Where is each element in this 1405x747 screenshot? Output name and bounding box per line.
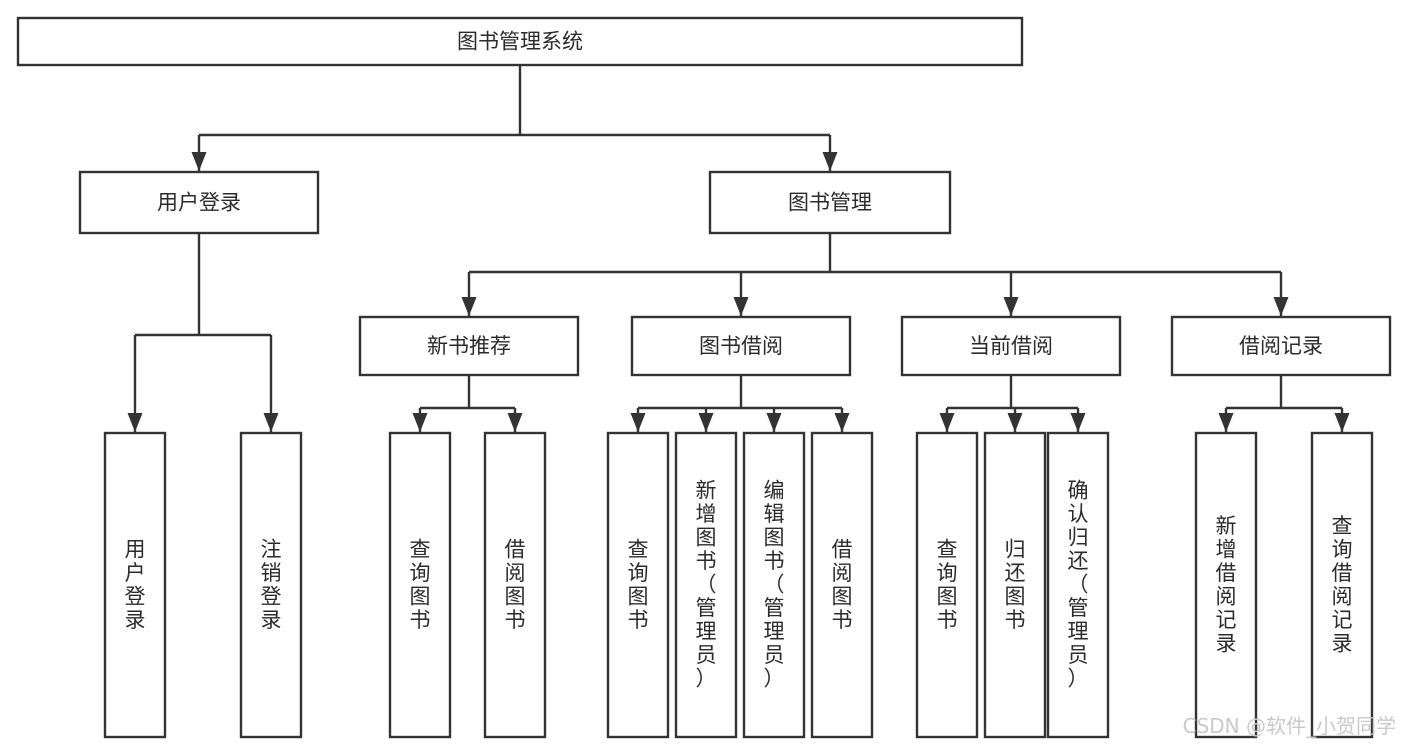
leaf-node-label-book_borrow-1: 新增图书（管理员） bbox=[696, 479, 717, 691]
arrow-head-icon bbox=[412, 413, 428, 432]
level3-node-box-book_borrow[interactable] bbox=[630, 315, 852, 377]
arrow-head-icon bbox=[1007, 413, 1023, 432]
leaf-node-box-book_borrow-3[interactable] bbox=[810, 431, 874, 739]
leaf-node-box-book_borrow-1[interactable] bbox=[674, 431, 738, 739]
arrow-head-icon bbox=[766, 413, 782, 432]
arrow-head-icon bbox=[1003, 297, 1019, 316]
arrow-head-icon bbox=[733, 297, 749, 316]
leaf-node-label-new_book-0: 查询图书 bbox=[410, 537, 431, 632]
leaf-node-box-new_book-1[interactable] bbox=[483, 431, 547, 739]
level3-node-label-book_borrow: 图书借阅 bbox=[699, 334, 783, 358]
leaf-node-label-user_login-1: 注销登录 bbox=[261, 537, 282, 632]
arrow-head-icon bbox=[630, 413, 646, 432]
leaf-node-label-current_borrow-1: 归还图书 bbox=[1005, 537, 1026, 632]
level3-node-box-new_book[interactable] bbox=[358, 315, 580, 377]
arrow-head-icon bbox=[1334, 413, 1350, 432]
level2-node-label-user_login: 用户登录 bbox=[157, 191, 241, 215]
level2-node-box-user_login[interactable] bbox=[78, 170, 320, 235]
leaf-node-box-current_borrow-1[interactable] bbox=[983, 431, 1047, 739]
leaf-node-box-current_borrow-2[interactable] bbox=[1046, 431, 1110, 739]
nodes-layer: 图书管理系统用户登录图书管理新书推荐图书借阅当前借阅借阅记录用户登录注销登录查询… bbox=[16, 16, 1392, 739]
leaf-node-label-borrow_record-0: 新增借阅记录 bbox=[1216, 514, 1237, 656]
level3-node-label-current_borrow: 当前借阅 bbox=[969, 334, 1053, 358]
leaf-node-label-current_borrow-0: 查询图书 bbox=[937, 537, 958, 632]
leaf-node-box-current_borrow-0[interactable] bbox=[915, 431, 979, 739]
csdn-watermark: CSDN @软件_小贺同学 bbox=[1183, 714, 1396, 738]
arrow-head-icon bbox=[263, 413, 279, 432]
arrow-head-icon bbox=[822, 152, 838, 171]
leaf-node-label-user_login-0: 用户登录 bbox=[125, 537, 146, 632]
arrow-head-icon bbox=[698, 413, 714, 432]
leaf-node-label-new_book-1: 借阅图书 bbox=[505, 537, 526, 632]
arrow-head-icon bbox=[1273, 297, 1289, 316]
connectors-layer bbox=[127, 65, 1350, 432]
leaf-node-label-book_borrow-3: 借阅图书 bbox=[832, 537, 853, 632]
arrow-head-icon bbox=[191, 152, 207, 171]
leaf-node-box-user_login-0[interactable] bbox=[103, 431, 167, 739]
arrow-head-icon bbox=[939, 413, 955, 432]
level2-node-box-book_manage[interactable] bbox=[708, 170, 952, 235]
root-node-box[interactable] bbox=[16, 16, 1024, 67]
arrow-head-icon bbox=[461, 297, 477, 316]
leaf-node-box-book_borrow-2[interactable] bbox=[742, 431, 806, 739]
leaf-node-box-borrow_record-1[interactable] bbox=[1310, 431, 1374, 739]
arrow-head-icon bbox=[507, 413, 523, 432]
leaf-node-label-book_borrow-2: 编辑图书（管理员） bbox=[764, 479, 785, 691]
level3-node-label-new_book: 新书推荐 bbox=[427, 334, 511, 358]
level3-node-label-borrow_record: 借阅记录 bbox=[1239, 334, 1323, 358]
arrow-head-icon bbox=[1070, 413, 1086, 432]
leaf-node-box-borrow_record-0[interactable] bbox=[1194, 431, 1258, 739]
arrow-head-icon bbox=[834, 413, 850, 432]
root-node-label: 图书管理系统 bbox=[457, 30, 583, 54]
arrow-head-icon bbox=[1218, 413, 1234, 432]
arrow-head-icon bbox=[127, 413, 143, 432]
leaf-node-label-current_borrow-2: 确认归还（管理员） bbox=[1068, 479, 1089, 691]
level3-node-box-borrow_record[interactable] bbox=[1170, 315, 1392, 377]
leaf-node-box-book_borrow-0[interactable] bbox=[606, 431, 670, 739]
leaf-node-box-new_book-0[interactable] bbox=[388, 431, 452, 739]
level3-node-box-current_borrow[interactable] bbox=[900, 315, 1122, 377]
leaf-node-label-borrow_record-1: 查询借阅记录 bbox=[1332, 514, 1353, 656]
level2-node-label-book_manage: 图书管理 bbox=[788, 191, 872, 215]
leaf-node-label-book_borrow-0: 查询图书 bbox=[628, 537, 649, 632]
leaf-node-box-user_login-1[interactable] bbox=[239, 431, 303, 739]
